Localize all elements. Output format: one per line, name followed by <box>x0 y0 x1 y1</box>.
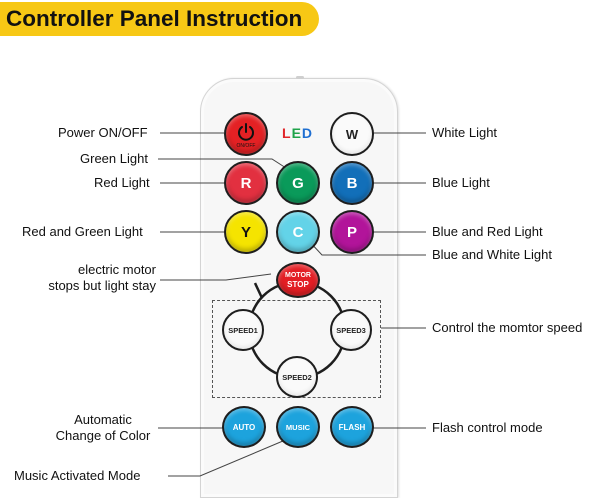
label-motor-line2: stops but light stay <box>48 278 156 293</box>
led-letter-l: L <box>282 125 292 141</box>
green-button-label: G <box>292 174 304 192</box>
label-white: White Light <box>432 125 498 140</box>
motor-stop-label-1: MOTOR <box>285 272 311 279</box>
label-blue: Blue Light <box>432 175 490 190</box>
label-auto: Automatic Change of Color <box>50 412 156 444</box>
label-power: Power ON/OFF <box>58 125 148 140</box>
title-text: Controller Panel Instruction <box>6 6 303 31</box>
motor-stop-label-2: STOP <box>287 280 309 289</box>
page-title: Controller Panel Instruction <box>0 2 319 36</box>
label-motor-line1: electric motor <box>77 262 156 277</box>
purple-button-label: P <box>346 223 357 241</box>
label-red-green: Red and Green Light <box>22 224 143 239</box>
pointer-motor <box>160 273 272 281</box>
power-icon <box>238 122 254 141</box>
blue-red-light-button[interactable]: P <box>330 210 374 254</box>
red-green-light-button[interactable]: Y <box>224 210 268 254</box>
label-red: Red Light <box>94 175 150 190</box>
auto-button[interactable]: AUTO <box>222 406 266 448</box>
label-flash: Flash control mode <box>432 420 543 435</box>
label-blue-red: Blue and Red Light <box>432 224 543 239</box>
red-button-label: R <box>240 174 252 192</box>
speed1-button[interactable]: SPEED1 <box>222 309 264 351</box>
speed2-label: SPEED2 <box>282 372 312 382</box>
blue-light-button[interactable]: B <box>330 161 374 205</box>
label-motor: electric motor stops but light stay <box>44 262 156 294</box>
yellow-button-label: Y <box>240 223 251 241</box>
label-auto-line1: Automatic <box>74 412 132 427</box>
music-button[interactable]: MUSIC <box>276 406 320 448</box>
label-blue-white: Blue and White Light <box>432 247 552 262</box>
flash-label: FLASH <box>338 422 366 432</box>
speed3-label: SPEED3 <box>336 325 366 335</box>
motor-stop-button[interactable]: MOTOR STOP <box>276 262 320 298</box>
label-speed: Control the momtor speed <box>432 320 583 335</box>
speed-ring-line <box>253 282 264 299</box>
led-letter-d: D <box>301 125 314 141</box>
power-button[interactable]: ON/OFF <box>224 112 268 156</box>
led-label: LED <box>282 125 313 141</box>
blue-white-light-button[interactable]: C <box>276 210 320 254</box>
red-light-button[interactable]: R <box>224 161 268 205</box>
pointer-green <box>158 158 287 169</box>
power-sub-label: ON/OFF <box>236 142 256 149</box>
white-button-label: W <box>345 126 359 142</box>
white-light-button[interactable]: W <box>330 112 374 156</box>
speed2-button[interactable]: SPEED2 <box>276 356 318 398</box>
label-music: Music Activated Mode <box>14 468 141 483</box>
speed3-button[interactable]: SPEED3 <box>330 309 372 351</box>
music-label: MUSIC <box>285 422 311 432</box>
speed1-label: SPEED1 <box>228 325 258 335</box>
remote-notch <box>296 76 304 79</box>
label-green: Green Light <box>80 151 148 166</box>
label-auto-line2: Change of Color <box>55 428 151 443</box>
blue-button-label: B <box>346 174 358 192</box>
pointer-music <box>168 437 291 477</box>
led-letter-e: E <box>291 125 302 141</box>
cyan-button-label: C <box>292 223 304 241</box>
green-light-button[interactable]: G <box>276 161 320 205</box>
flash-button[interactable]: FLASH <box>330 406 374 448</box>
auto-label: AUTO <box>232 422 256 432</box>
